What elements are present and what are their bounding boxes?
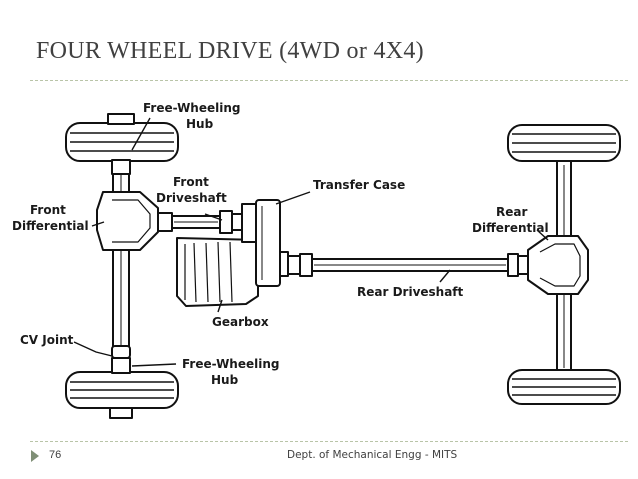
label-front-differential-line2: Differential: [12, 219, 89, 233]
front-left-wheel: [65, 113, 179, 162]
label-rear-differential: Rear: [496, 205, 527, 219]
free-wheeling-hub-top: [111, 159, 131, 175]
label-free-wheeling-hub-bottom: Free-Wheeling: [182, 357, 279, 371]
leader-lines: [73, 117, 549, 367]
rear-driveshaft: [287, 253, 529, 277]
label-free-wheeling-hub-bottom-line2: Hub: [211, 373, 239, 387]
label-rear-differential-line2: Differential: [472, 221, 549, 235]
label-front-driveshaft: Front: [173, 175, 209, 189]
label-free-wheeling-hub-top-line2: Hub: [186, 117, 214, 131]
footer-bullet-arrow-icon: [31, 450, 39, 462]
rear-differential: [527, 235, 589, 295]
page-number: 76: [49, 449, 62, 461]
label-free-wheeling-hub-top: Free-Wheeling: [143, 101, 240, 115]
label-cv-joint: CV Joint: [20, 333, 74, 347]
footer-divider: [30, 441, 628, 442]
label-transfer-case: Transfer Case: [313, 178, 405, 192]
slide-title: FOUR WHEEL DRIVE (4WD or 4X4): [36, 38, 424, 64]
title-divider: [30, 80, 628, 81]
front-differential: [96, 191, 159, 251]
cv-joint: [111, 345, 131, 359]
label-front-differential: Front: [30, 203, 66, 217]
rear-left-wheel: [507, 124, 621, 162]
label-rear-driveshaft: Rear Driveshaft: [357, 285, 464, 299]
free-wheeling-hub-bottom: [111, 357, 131, 374]
label-gearbox: Gearbox: [212, 315, 269, 329]
front-driveshaft: [157, 210, 243, 234]
transfer-case: [241, 199, 289, 287]
label-front-driveshaft-line2: Driveshaft: [156, 191, 227, 205]
rear-right-wheel: [507, 369, 621, 405]
footer-text: Dept. of Mechanical Engg - MITS: [287, 449, 458, 461]
gearbox: [176, 237, 259, 307]
front-right-wheel: [65, 371, 179, 419]
